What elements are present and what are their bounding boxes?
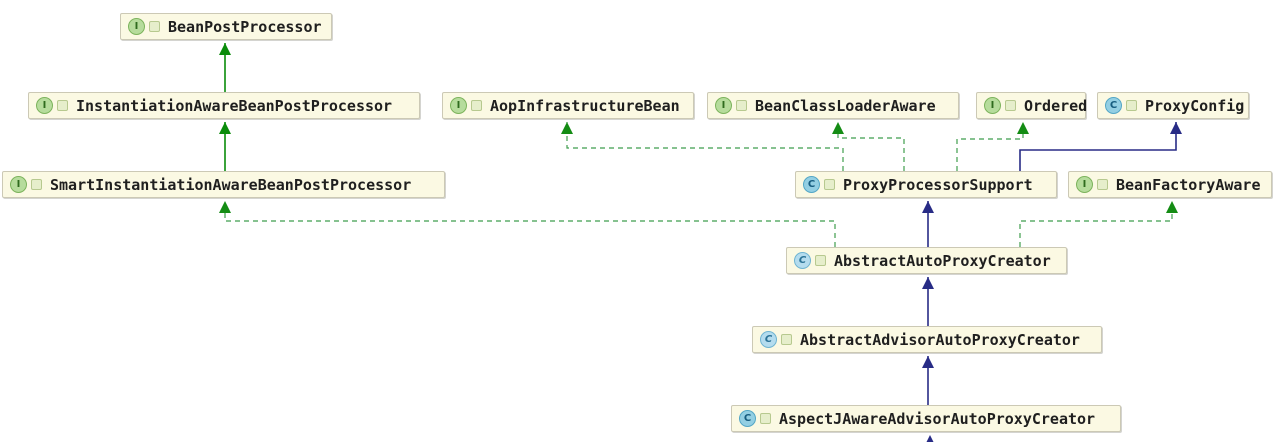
- class-name-label: AbstractAutoProxyCreator: [834, 251, 1051, 270]
- node-abstractadvisorautoproxycreator[interactable]: C AbstractAdvisorAutoProxyCreator: [752, 326, 1102, 353]
- edge-pps-implements-aib: [561, 122, 844, 171]
- modifier-icon: [471, 100, 482, 111]
- interface-icon: I: [36, 97, 53, 114]
- modifier-icon: [149, 21, 160, 32]
- edge-aapc-implements-bfa: [1019, 201, 1178, 247]
- class-name-label: SmartInstantiationAwareBeanPostProcessor: [50, 175, 412, 194]
- node-aopinfrastructurebean[interactable]: I AopInfrastructureBean: [442, 92, 694, 119]
- modifier-icon: [1097, 179, 1108, 190]
- class-name-label: AopInfrastructureBean: [490, 96, 680, 115]
- class-icon: C: [1105, 97, 1122, 114]
- modifier-icon: [781, 334, 792, 345]
- node-ordered[interactable]: I Ordered: [976, 92, 1088, 119]
- modifier-icon: [57, 100, 68, 111]
- interface-icon: I: [715, 97, 732, 114]
- modifier-icon: [31, 179, 42, 190]
- edge-pps-implements-bcla: [832, 122, 905, 171]
- class-name-label: BeanFactoryAware: [1116, 175, 1261, 194]
- interface-icon: I: [10, 176, 27, 193]
- node-smartinstantiationawarebeanpostprocessor[interactable]: I SmartInstantiationAwareBeanPostProcess…: [2, 171, 445, 198]
- modifier-icon: [760, 413, 771, 424]
- node-beanfactoryaware[interactable]: I BeanFactoryAware: [1068, 171, 1272, 198]
- class-name-label: ProxyConfig: [1145, 96, 1245, 115]
- class-name-label: BeanPostProcessor: [168, 17, 322, 36]
- node-proxyconfig[interactable]: C ProxyConfig: [1097, 92, 1249, 119]
- node-beanclassloaderaware[interactable]: I BeanClassLoaderAware: [707, 92, 959, 119]
- modifier-icon: [815, 255, 826, 266]
- interface-icon: I: [984, 97, 1001, 114]
- class-icon: C: [803, 176, 820, 193]
- node-proxyprocessorsupport[interactable]: C ProxyProcessorSupport: [795, 171, 1057, 198]
- edge-pps-implements-ordered: [956, 122, 1029, 171]
- class-icon: C: [739, 410, 756, 427]
- modifier-icon: [824, 179, 835, 190]
- node-aspectjawareadvisorautoproxycreator[interactable]: C AspectJAwareAdvisorAutoProxyCreator: [731, 405, 1121, 432]
- edge-pps-extends-proxyconfig: [1019, 122, 1182, 171]
- class-name-label: BeanClassLoaderAware: [755, 96, 936, 115]
- class-name-label: AspectJAwareAdvisorAutoProxyCreator: [779, 409, 1096, 428]
- modifier-icon: [736, 100, 747, 111]
- node-instantiationawarebeanpostprocessor[interactable]: I InstantiationAwareBeanPostProcessor: [28, 92, 420, 119]
- class-name-label: InstantiationAwareBeanPostProcessor: [76, 96, 393, 115]
- node-beanpostprocessor[interactable]: I BeanPostProcessor: [120, 13, 332, 40]
- modifier-icon: [1005, 100, 1016, 111]
- abstract-class-icon: C: [760, 331, 777, 348]
- abstract-class-icon: C: [794, 252, 811, 269]
- interface-icon: I: [128, 18, 145, 35]
- node-abstractautoproxycreator[interactable]: C AbstractAutoProxyCreator: [786, 247, 1067, 274]
- edge-aapc-implements-siabpp: [219, 201, 836, 247]
- modifier-icon: [1126, 100, 1137, 111]
- interface-icon: I: [450, 97, 467, 114]
- interface-icon: I: [1076, 176, 1093, 193]
- edge-offscreen-extends-ajapc: [926, 435, 934, 442]
- class-name-label: Ordered: [1024, 96, 1088, 115]
- class-name-label: ProxyProcessorSupport: [843, 175, 1033, 194]
- class-name-label: AbstractAdvisorAutoProxyCreator: [800, 330, 1080, 349]
